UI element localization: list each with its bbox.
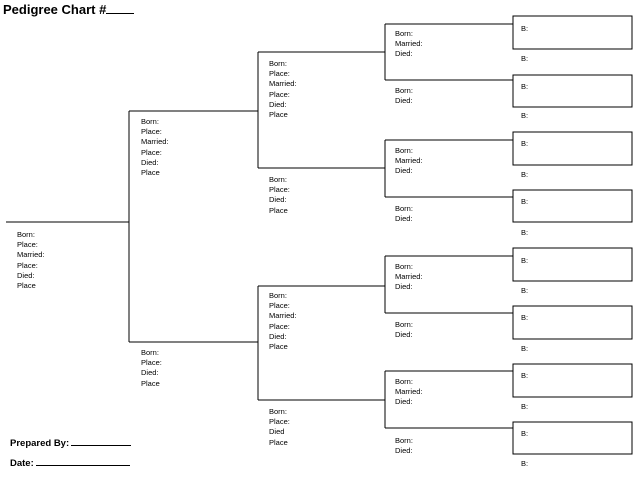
- person-5-fields: Born: Place: Died: Place: [269, 175, 290, 216]
- page-title: Pedigree Chart #: [3, 2, 135, 17]
- person-27-born-label: B:: [521, 344, 529, 353]
- chart-number-blank[interactable]: [106, 2, 135, 14]
- person-17-born-label: B:: [521, 54, 529, 63]
- person-14-fields: Born: Married: Died:: [395, 377, 423, 408]
- place-label: Place:: [141, 147, 162, 157]
- place-label: Place:: [269, 185, 290, 195]
- died-label: Died:: [395, 166, 413, 176]
- born-label: Born:: [395, 29, 413, 38]
- died-label: Died:: [141, 368, 159, 378]
- married-label: Married:: [17, 250, 45, 260]
- place-label: Place: [269, 110, 288, 120]
- prepared-by-label: Prepared By:: [10, 438, 70, 449]
- place-label: Place: [269, 437, 288, 447]
- place-label: Place:: [269, 89, 290, 99]
- place-label: Place:: [17, 260, 38, 270]
- place-label: Place: [17, 281, 36, 291]
- person-20-born-label: B:: [521, 139, 529, 148]
- person-15-fields: Born: Died:: [395, 436, 413, 456]
- person-11-fields: Born: Died:: [395, 204, 413, 224]
- date-label: Date:: [10, 458, 34, 469]
- place-label: Place:: [269, 301, 290, 311]
- born-label: Born:: [269, 407, 287, 416]
- married-label: Married:: [141, 137, 169, 147]
- died-label: Died:: [269, 331, 287, 341]
- died-label: Died: [269, 427, 285, 437]
- born-label: Born:: [395, 204, 413, 213]
- died-label: Died:: [269, 99, 287, 109]
- born-label: Born:: [395, 262, 413, 271]
- born-label: Born:: [395, 377, 413, 386]
- place-label: Place:: [269, 69, 290, 79]
- died-label: Died:: [395, 397, 413, 407]
- person-29-born-label: B:: [521, 402, 529, 411]
- born-label: Born:: [141, 117, 159, 126]
- married-label: Married:: [395, 272, 423, 282]
- married-label: Married:: [269, 79, 297, 89]
- place-label: Place:: [269, 321, 290, 331]
- person-10-fields: Born: Married: Died:: [395, 146, 423, 177]
- person-30-born-label: B:: [521, 429, 529, 438]
- person-25-born-label: B:: [521, 286, 529, 295]
- person-3-fields: Born: Place: Died: Place: [141, 348, 162, 389]
- died-label: Died:: [395, 49, 413, 59]
- person-21-born-label: B:: [521, 170, 529, 179]
- born-label: Born:: [17, 230, 35, 239]
- born-label: Born:: [269, 59, 287, 68]
- person-8-fields: Born: Married: Died:: [395, 29, 423, 60]
- person-19-born-label: B:: [521, 111, 529, 120]
- died-label: Died:: [395, 214, 413, 224]
- died-label: Died:: [17, 270, 35, 280]
- person-31-born-label: B:: [521, 459, 529, 468]
- person-4-fields: Born: Place: Married: Place: Died: Place: [269, 59, 297, 120]
- person-22-born-label: B:: [521, 197, 529, 206]
- person-6-fields: Born: Place: Married: Place: Died: Place: [269, 291, 297, 352]
- place-label: Place: [141, 378, 160, 388]
- person-23-born-label: B:: [521, 228, 529, 237]
- prepared-by-field[interactable]: [71, 435, 132, 446]
- person-24-born-label: B:: [521, 256, 529, 265]
- born-label: Born:: [395, 146, 413, 155]
- died-label: Died:: [395, 96, 413, 106]
- died-label: Died:: [141, 157, 159, 167]
- married-label: Married:: [395, 387, 423, 397]
- prepared-by-row: Prepared By:: [10, 435, 132, 449]
- person-9-fields: Born: Died:: [395, 86, 413, 106]
- born-label: Born:: [141, 348, 159, 357]
- born-label: Born:: [269, 291, 287, 300]
- place-label: Place:: [141, 358, 162, 368]
- married-label: Married:: [395, 156, 423, 166]
- place-label: Place: [269, 205, 288, 215]
- born-label: Born:: [395, 320, 413, 329]
- person-12-fields: Born: Married: Died:: [395, 262, 423, 293]
- person-2-fields: Born: Place: Married: Place: Died: Place: [141, 117, 169, 178]
- person-28-born-label: B:: [521, 371, 529, 380]
- married-label: Married:: [395, 39, 423, 49]
- person-18-born-label: B:: [521, 82, 529, 91]
- page-title-text: Pedigree Chart #: [3, 2, 107, 17]
- died-label: Died:: [395, 282, 413, 292]
- place-label: Place: [141, 168, 160, 178]
- place-label: Place:: [17, 240, 38, 250]
- born-label: Born:: [395, 436, 413, 445]
- place-label: Place:: [141, 127, 162, 137]
- place-label: Place:: [269, 417, 290, 427]
- person-13-fields: Born: Died:: [395, 320, 413, 340]
- died-label: Died:: [395, 446, 413, 456]
- person-26-born-label: B:: [521, 313, 529, 322]
- born-label: Born:: [395, 86, 413, 95]
- died-label: Died:: [269, 195, 287, 205]
- person-7-fields: Born: Place: Died Place: [269, 407, 290, 448]
- date-row: Date:: [10, 455, 130, 469]
- date-field[interactable]: [35, 455, 130, 466]
- person-1-fields: Born: Place: Married: Place: Died: Place: [17, 230, 45, 291]
- person-16-born-label: B:: [521, 24, 529, 33]
- married-label: Married:: [269, 311, 297, 321]
- place-label: Place: [269, 342, 288, 352]
- died-label: Died:: [395, 330, 413, 340]
- born-label: Born:: [269, 175, 287, 184]
